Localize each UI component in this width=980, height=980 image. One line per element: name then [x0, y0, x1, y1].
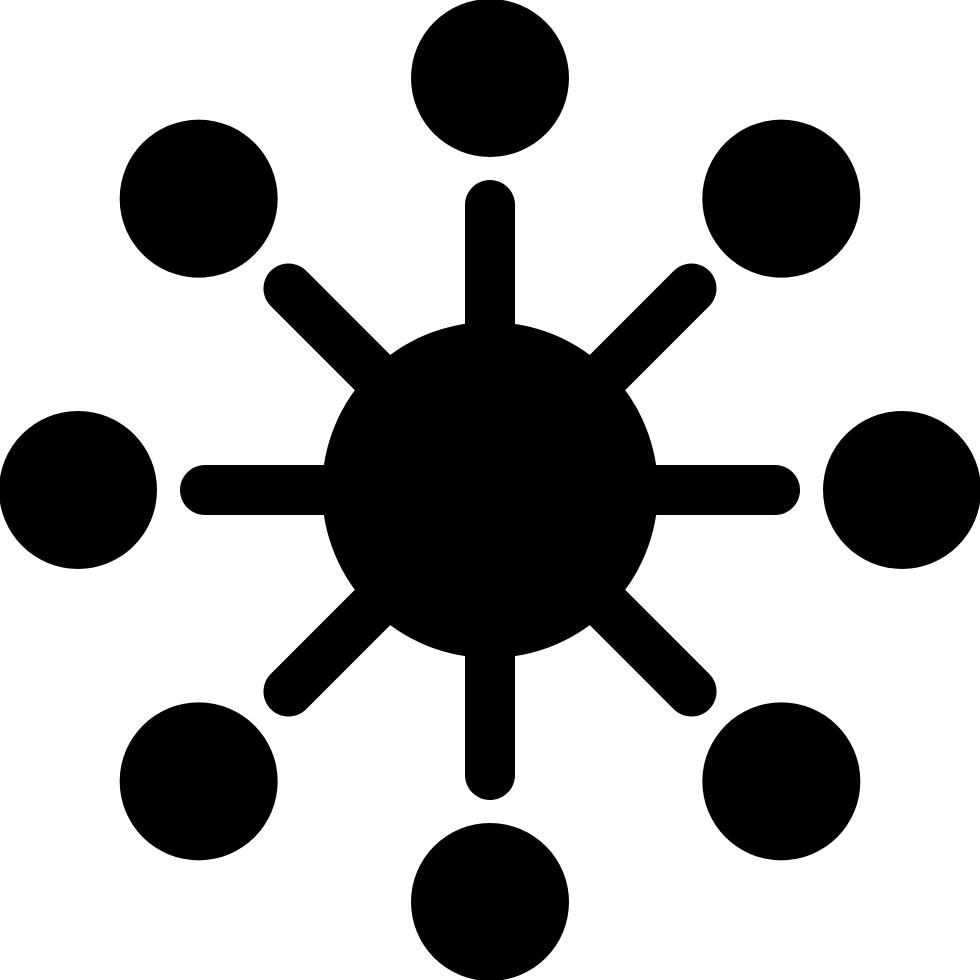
node-right	[823, 411, 980, 569]
node-bottom-left	[119, 702, 278, 861]
node-bottom-right	[702, 702, 861, 861]
node-top-right	[702, 119, 861, 278]
node-top	[411, 0, 569, 157]
node-bottom	[411, 823, 569, 980]
node-left	[0, 411, 157, 569]
hub-center-circle	[322, 322, 658, 658]
node-top-left	[119, 119, 278, 278]
